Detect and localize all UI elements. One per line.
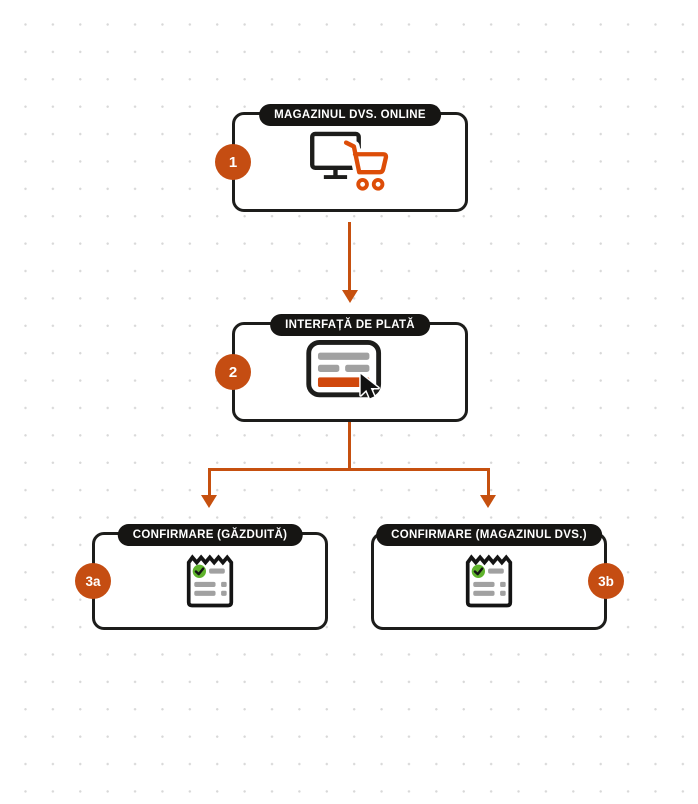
node-confirmation-merchant-label: CONFIRMARE (MAGAZINUL DVS.) (376, 524, 602, 546)
receipt-check-icon (465, 554, 513, 608)
branch-horizontal-line (208, 468, 490, 471)
node-confirmation-merchant: CONFIRMARE (MAGAZINUL DVS.) 3b (371, 524, 624, 630)
payment-form-cursor-icon (306, 339, 382, 400)
node-confirmation-hosted-label: CONFIRMARE (GĂZDUITĂ) (117, 524, 303, 546)
branch-right-drop-line (487, 468, 490, 497)
arrow-store-to-interface-line (348, 222, 351, 292)
node-confirmation-hosted: CONFIRMARE (GĂZDUITĂ) 3a (75, 524, 328, 630)
branch-stem-line (348, 421, 351, 471)
arrow-store-to-interface-head (342, 290, 358, 303)
node-payment-interface: INTERFAȚĂ DE PLATĂ 2 (215, 314, 468, 422)
step-badge-2: 2 (215, 354, 251, 390)
step-badge-1: 1 (215, 144, 251, 180)
receipt-check-icon (186, 554, 234, 608)
step-badge-3a: 3a (75, 563, 111, 599)
branch-left-arrow-head (201, 495, 217, 508)
node-online-store: MAGAZINUL DVS. ONLINE 1 (215, 104, 468, 212)
node-payment-interface-label: INTERFAȚĂ DE PLATĂ (270, 314, 430, 336)
step-badge-3b: 3b (588, 563, 624, 599)
monitor-cart-icon (310, 131, 391, 193)
node-online-store-label: MAGAZINUL DVS. ONLINE (259, 104, 441, 126)
branch-right-arrow-head (480, 495, 496, 508)
branch-left-drop-line (208, 468, 211, 497)
